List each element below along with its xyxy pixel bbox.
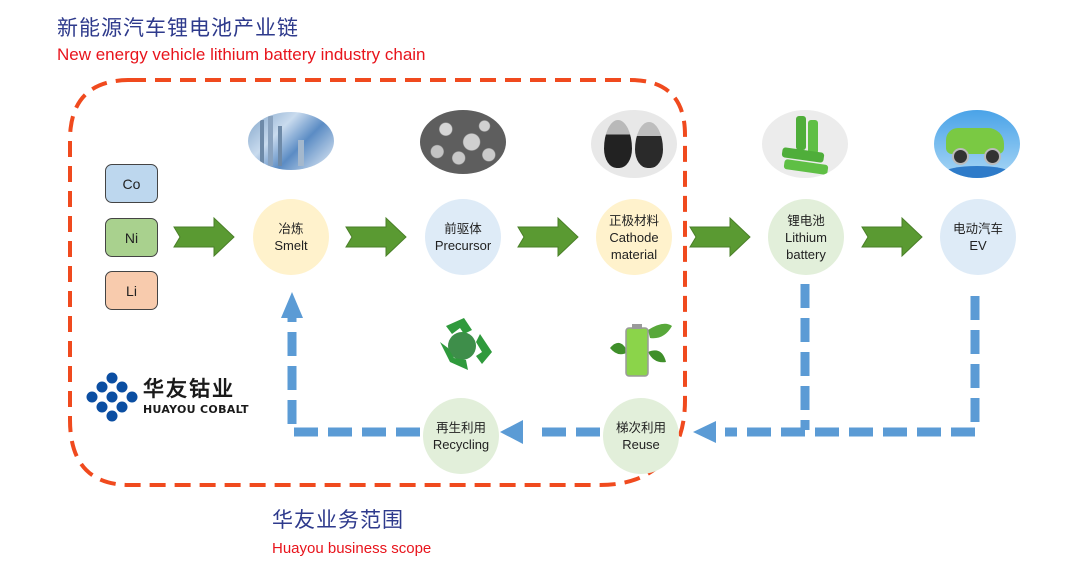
flow-arrow-battery-to-ev — [861, 216, 923, 258]
material-cobalt-label: Co — [122, 175, 141, 192]
loop-arrowhead-to-smelt — [281, 292, 303, 318]
node-smelt: 冶炼 Smelt — [253, 199, 329, 275]
node-battery-en2: battery — [786, 246, 826, 262]
node-reuse: 梯次利用 Reuse — [603, 398, 679, 474]
refinery-image — [248, 112, 334, 170]
flow-arrow-cathode-to-battery — [689, 216, 751, 258]
cathode-material-image — [591, 110, 677, 178]
material-lithium: Li — [105, 271, 158, 310]
electric-car-image — [934, 110, 1020, 178]
node-battery-cn: 锂电池 — [787, 212, 825, 228]
diagram-title-en: New energy vehicle lithium battery indus… — [57, 45, 426, 64]
battery-leaf-image — [606, 318, 676, 380]
business-scope-cn: 华友业务范围 — [272, 508, 404, 532]
node-lithium-battery: 锂电池 Lithium battery — [768, 199, 844, 275]
node-cathode-en2: material — [610, 246, 658, 262]
material-nickel-label: Ni — [124, 229, 139, 246]
loop-arrowhead-to-reuse — [693, 421, 716, 443]
node-recycling-cn: 再生利用 — [435, 420, 486, 435]
node-reuse-cn: 梯次利用 — [615, 420, 666, 435]
huayou-logo: 华友钴业 HUAYOU COBALT — [143, 373, 249, 416]
node-precursor: 前驱体 Precursor — [425, 199, 501, 275]
recycle-icon — [440, 318, 492, 370]
battery-leaf-icon — [610, 323, 672, 377]
node-ev-en: EV — [969, 238, 987, 253]
business-scope-en: Huayou business scope — [272, 540, 432, 557]
node-smelt-en: Smelt — [274, 238, 308, 253]
flow-arrow-materials-to-smelt — [173, 216, 235, 258]
material-nickel: Ni — [105, 218, 158, 257]
node-reuse-en: Reuse — [622, 437, 660, 452]
node-smelt-cn: 冶炼 — [278, 221, 304, 236]
node-cathode-material: 正极材料 Cathode material — [596, 199, 672, 275]
node-precursor-cn: 前驱体 — [444, 221, 482, 236]
business-scope-boundary — [68, 78, 687, 487]
node-cathode-en: Cathode — [609, 229, 659, 245]
node-precursor-en: Precursor — [434, 238, 492, 253]
loop-arrowhead-to-recycling — [500, 420, 523, 444]
huayou-logo-mark — [86, 372, 138, 422]
lithium-battery-image — [762, 110, 848, 178]
material-lithium-label: Li — [126, 282, 137, 299]
node-recycling: 再生利用 Recycling — [423, 398, 499, 474]
material-cobalt: Co — [105, 164, 158, 203]
node-ev-cn: 电动汽车 — [952, 221, 1003, 236]
loop-line-recycling-to-smelt — [287, 318, 420, 437]
node-ev: 电动汽车 EV — [940, 199, 1016, 275]
loop-line-ev-down — [725, 296, 980, 437]
diagram-title-cn: 新能源汽车锂电池产业链 — [57, 16, 299, 40]
flow-arrow-precursor-to-cathode — [517, 216, 579, 258]
flow-arrow-smelt-to-precursor — [345, 216, 407, 258]
precursor-powder-image — [420, 110, 506, 174]
node-cathode-cn: 正极材料 — [608, 212, 659, 228]
huayou-logo-en: HUAYOU COBALT — [143, 403, 249, 416]
node-battery-en: Lithium — [785, 229, 827, 245]
node-recycling-en: Recycling — [432, 437, 490, 452]
huayou-logo-cn: 华友钴业 — [143, 377, 235, 401]
recycle-globe-image — [424, 312, 500, 376]
